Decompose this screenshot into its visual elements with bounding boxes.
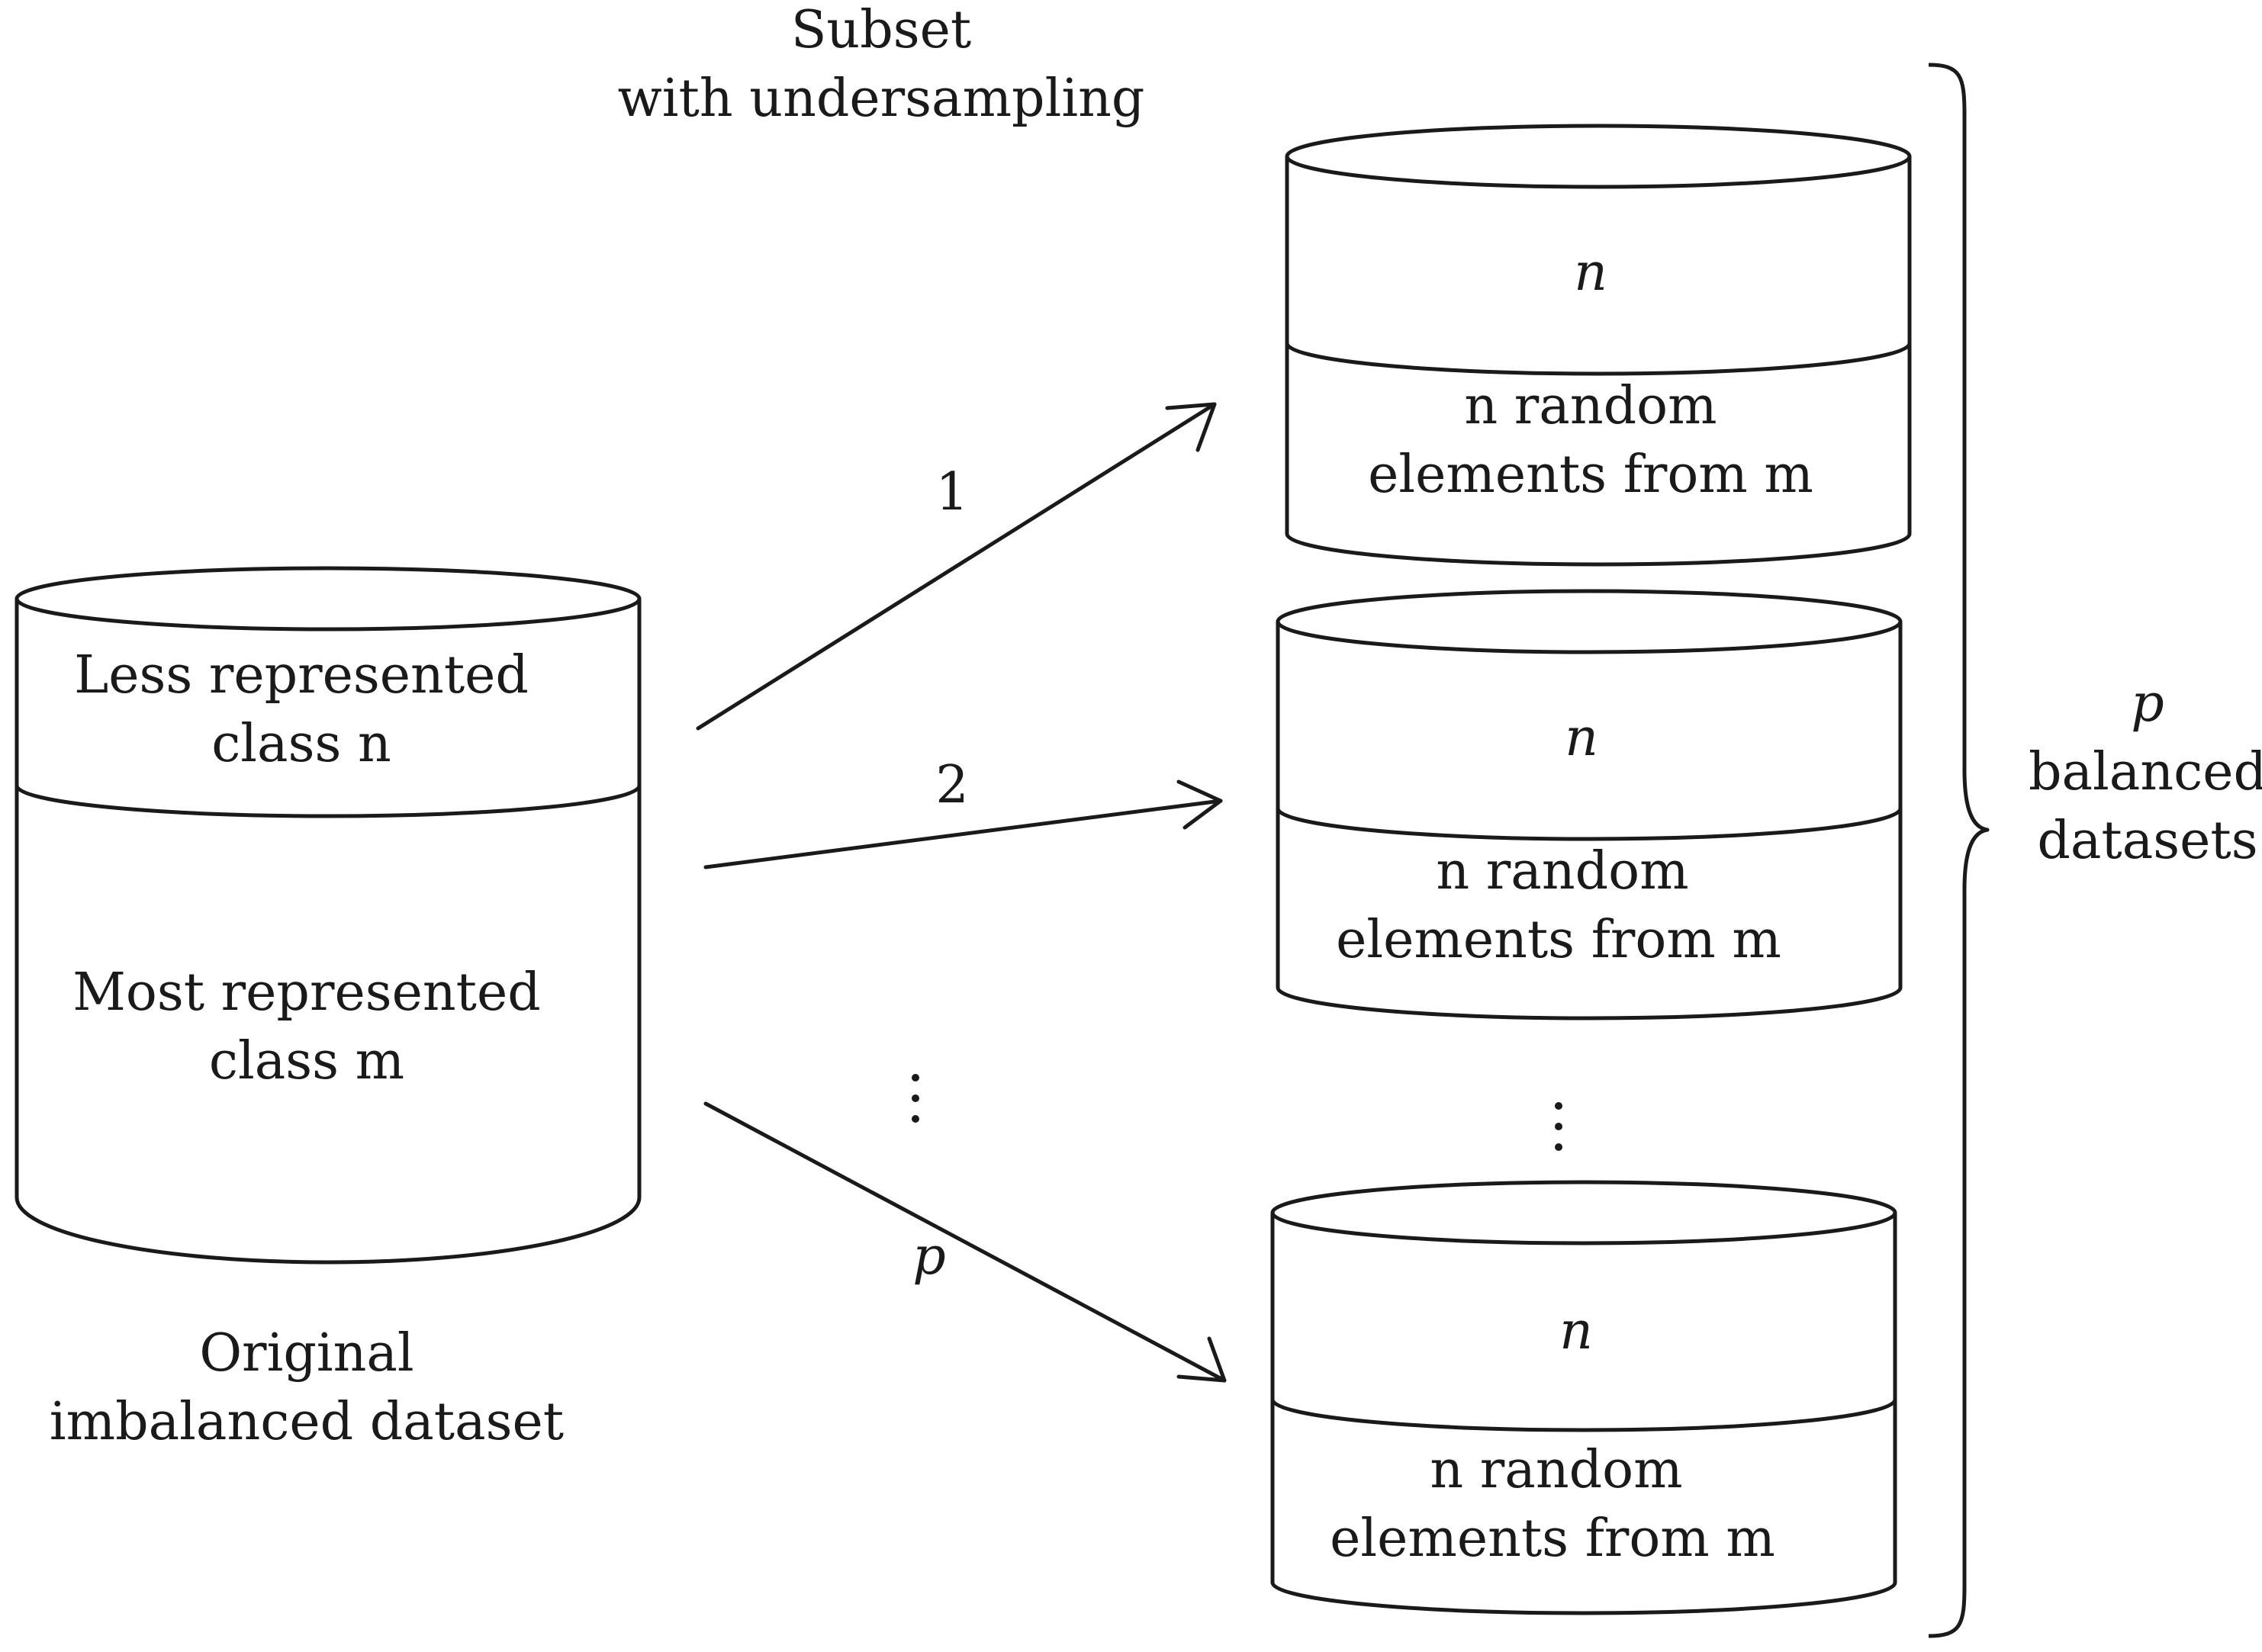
subset-cylinder-3-base [1270,1582,1897,1615]
source-cylinder-base [14,1197,642,1265]
source-top-label-line1: Less represented [74,645,529,705]
subset-cylinder-1 [1285,124,1912,567]
subset-cylinder-2-top [1276,589,1903,654]
right-brace [1928,63,1990,1638]
header-title-line1: Subset [791,0,971,60]
source-cylinder-top [14,566,642,632]
subset-cylinder-2-divider [1276,808,1903,841]
arrow-p [703,1101,1227,1383]
brace-label-line2: balanced [2029,742,2262,802]
arrow-label-1: 1 [935,462,968,522]
subset-2-top-label: n [1565,708,1598,768]
subset-cylinder-2 [1276,589,1903,1020]
arrow-1 [696,402,1217,731]
subset-cylinder-1-divider [1285,342,1912,376]
arrow-2 [703,779,1223,869]
subset-cylinder-3-top [1270,1180,1897,1245]
subset-cylinder-3-divider [1270,1399,1897,1432]
source-cylinder-divider [14,785,642,818]
source-caption-line1: Original [199,1323,413,1384]
source-cylinder [14,566,642,1265]
subset-1-bottom-label-line1: n random [1464,376,1717,436]
subset-3-bottom-label-line1: n random [1430,1440,1682,1500]
arrows-ellipsis [912,1074,919,1123]
subset-cylinder-1-base [1285,533,1912,567]
subset-3-top-label: n [1559,1301,1593,1361]
arrow-label-p: p [912,1226,946,1287]
subset-3-bottom-label-line2: elements from m [1330,1509,1775,1569]
header-title-line2: with undersampling [618,69,1145,129]
subset-2-bottom-label-line1: n random [1436,841,1688,902]
subset-2-bottom-label-line2: elements from m [1336,910,1781,970]
source-bottom-label-line1: Most represented [72,963,540,1023]
subset-1-bottom-label-line2: elements from m [1368,445,1813,505]
source-caption-line2: imbalanced dataset [50,1392,564,1452]
subset-cylinder-1-top [1285,124,1912,189]
arrow-label-2: 2 [935,755,968,815]
brace-label-line3: datasets [2037,811,2257,871]
subset-cylinder-2-base [1276,987,1903,1020]
source-bottom-label-line2: class m [209,1031,404,1091]
brace-label-p: p [2131,673,2164,734]
subset-1-top-label: n [1574,243,1607,303]
source-top-label-line2: class n [211,714,391,774]
subsets-ellipsis [1555,1102,1562,1151]
subset-cylinder-3 [1270,1180,1897,1615]
